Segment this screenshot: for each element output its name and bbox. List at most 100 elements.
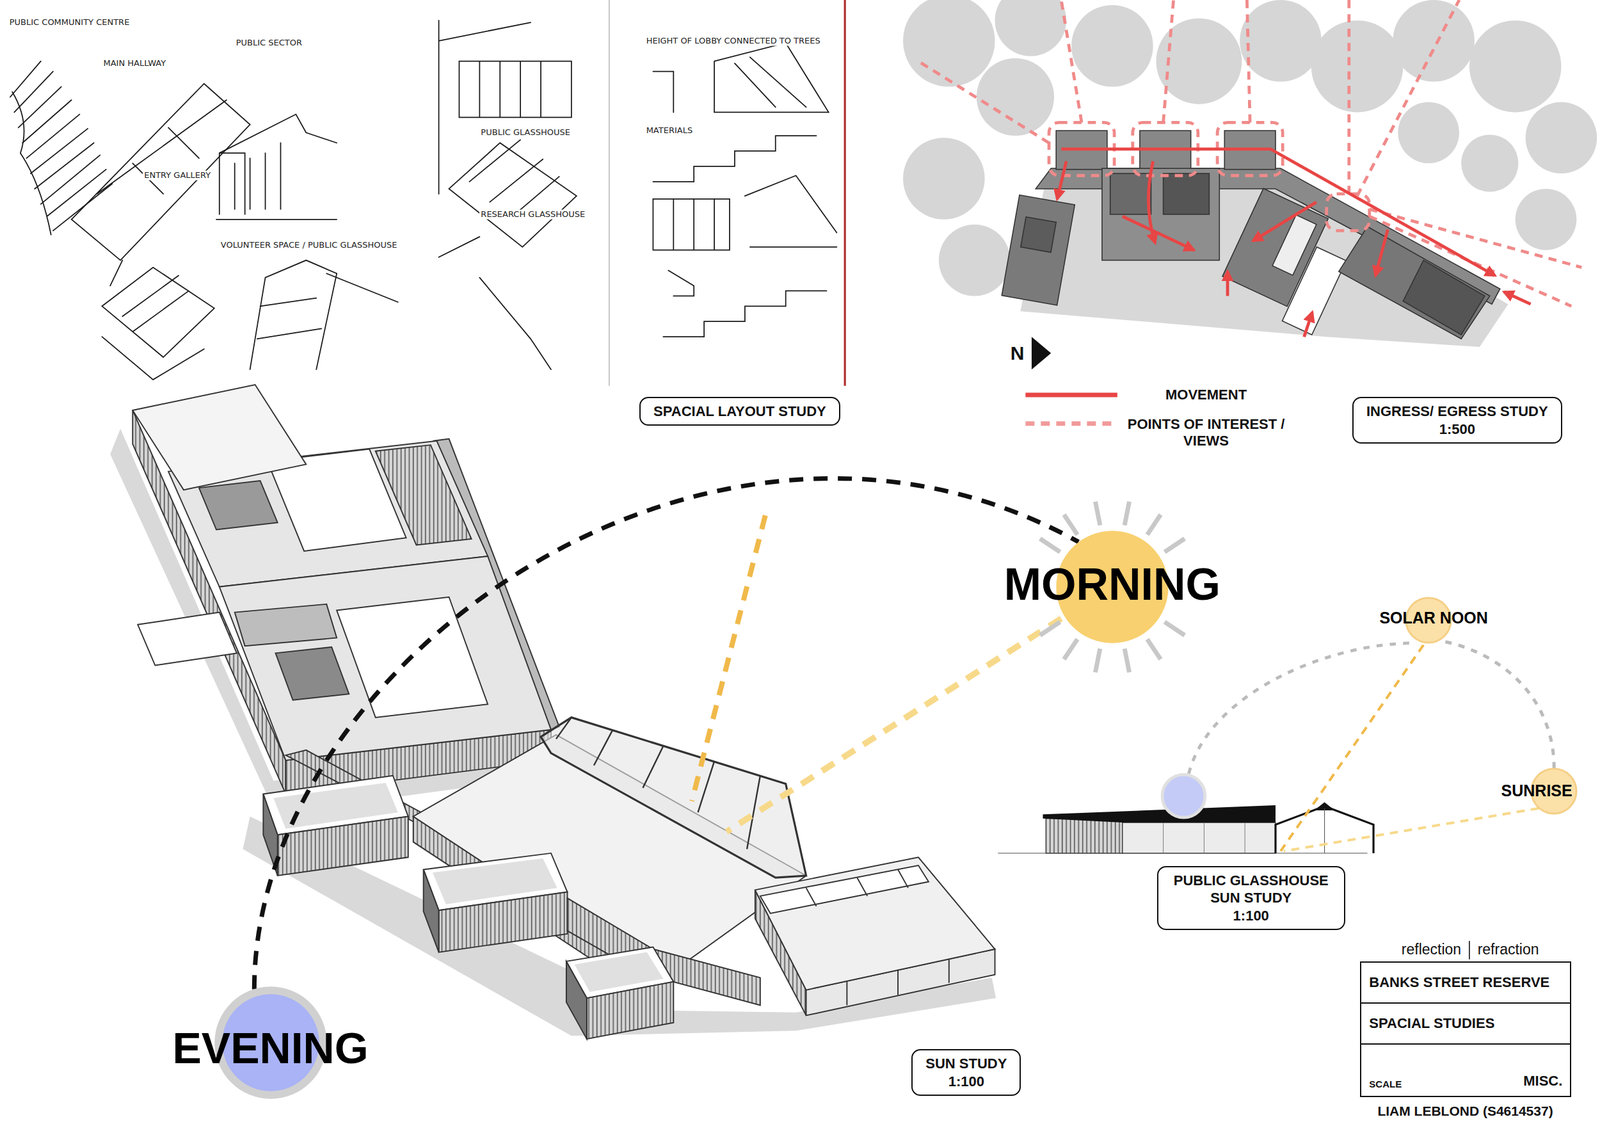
scale-heading: SCALE	[1368, 1078, 1402, 1090]
title-row: SCALEMISC.	[1361, 1044, 1570, 1096]
title-row: BANKS STREET RESERVE	[1361, 962, 1570, 1004]
glasshouse-frame	[540, 717, 807, 878]
sun-disc	[1531, 768, 1577, 814]
view-line	[918, 0, 1582, 306]
box-wall	[277, 816, 409, 876]
wall	[1122, 822, 1276, 854]
study-label: PUBLIC GLASSHOUSE SUN STUDY1:100	[1157, 865, 1346, 931]
sketch-lines	[10, 61, 112, 235]
room	[1020, 216, 1056, 253]
node-heading: SUNRISE	[1501, 782, 1573, 800]
sun-path	[1438, 640, 1554, 769]
tree	[1469, 20, 1561, 112]
box-wall	[566, 961, 587, 1039]
sketch-note: PUBLIC SECTOR	[234, 37, 304, 48]
node-scale: 1:100	[1171, 906, 1332, 925]
north-arrow	[1031, 336, 1051, 370]
room	[1402, 260, 1485, 335]
sketch-lines	[439, 20, 577, 370]
movement-arrow	[1122, 216, 1195, 251]
screen	[375, 444, 472, 545]
sketch-note: MATERIALS	[645, 126, 695, 136]
study-label: SUN STUDY1:100	[911, 1048, 1021, 1096]
sun-ray-mark	[1164, 621, 1185, 635]
tree	[1239, 0, 1322, 82]
roof	[132, 384, 306, 490]
tree	[938, 224, 1011, 297]
sketch-lines	[101, 267, 214, 380]
title-text: BANKS STREET RESERVE	[1368, 974, 1550, 991]
node-heading: SOLAR NOON	[1379, 609, 1488, 628]
tree	[995, 0, 1067, 57]
movement	[1057, 149, 1531, 337]
box-wall	[586, 981, 674, 1039]
wing	[137, 612, 237, 666]
entry	[1282, 247, 1347, 335]
box-wall	[423, 869, 440, 952]
sketch-lines	[216, 114, 337, 220]
sketch-note: ENTRY GALLERY	[142, 170, 212, 181]
sun-ray	[726, 618, 1062, 832]
node-heading: PUBLIC GLASSHOUSE SUN STUDY	[1171, 871, 1332, 907]
tree	[976, 58, 1055, 136]
node-heading: INGRESS/ EGRESS STUDY	[1366, 402, 1549, 421]
notebook-edge	[844, 0, 847, 386]
skylight	[760, 865, 929, 914]
legend-text: MOVEMENT	[1110, 386, 1303, 404]
interior	[199, 480, 278, 530]
room	[1102, 168, 1220, 260]
movement-arrow	[1304, 312, 1313, 337]
movement-arrow	[1057, 161, 1067, 200]
sun-ray	[691, 515, 766, 801]
node-heading: EVENING	[172, 1024, 368, 1072]
node-heading: MORNING	[1004, 560, 1221, 610]
movement-arrow	[1226, 271, 1230, 296]
stair	[275, 647, 349, 701]
sketch-lines	[652, 42, 837, 337]
room	[1163, 173, 1210, 215]
sun-disc	[1406, 597, 1451, 643]
sun-disc	[222, 994, 319, 1092]
sun-ring	[214, 986, 327, 1099]
legend-swatch	[1025, 392, 1117, 398]
sunset-sun	[1162, 774, 1206, 818]
sun-ray-mark	[1124, 648, 1129, 672]
tree	[1392, 0, 1475, 82]
sun-marker: EVENING	[172, 1024, 368, 1072]
roof-wedge	[1042, 805, 1276, 823]
tree	[1311, 20, 1403, 112]
sun-disc	[1056, 530, 1168, 643]
sun-ray	[1280, 645, 1424, 852]
sun-ray-mark	[1095, 501, 1100, 525]
movement-arrow	[1253, 202, 1317, 242]
wall-lines	[1163, 822, 1246, 854]
sketch-note: PUBLIC GLASSHOUSE	[479, 128, 572, 138]
study-label: SPACIAL LAYOUT STUDY	[639, 396, 841, 427]
tree	[903, 137, 985, 220]
board-subtitle: refraction	[1477, 940, 1540, 958]
glasshouse-post	[1324, 808, 1325, 854]
sun-marker: SOLAR NOON	[1379, 609, 1488, 628]
tree	[1397, 101, 1460, 164]
title-text: SPACIAL STUDIES	[1368, 1015, 1495, 1032]
movement-path	[1061, 149, 1496, 276]
sketch	[10, 20, 837, 380]
room	[1001, 195, 1075, 306]
sun-ray-mark	[1040, 538, 1060, 552]
views	[918, 0, 1582, 306]
study-label: INGRESS/ EGRESS STUDY1:500	[1352, 396, 1563, 444]
wing-roof	[755, 856, 996, 990]
board-subtitle: reflection	[1401, 940, 1462, 958]
movement-arrow	[1375, 229, 1388, 276]
sun-ray-mark	[1164, 538, 1185, 552]
title-row: SPACIAL STUDIES	[1361, 1003, 1570, 1045]
author-label: LIAM LEBLOND (S4614537)	[1377, 1103, 1553, 1119]
node-scale: 1:500	[1366, 420, 1549, 439]
node-scale: 1:100	[925, 1072, 1007, 1091]
interior	[234, 604, 337, 646]
